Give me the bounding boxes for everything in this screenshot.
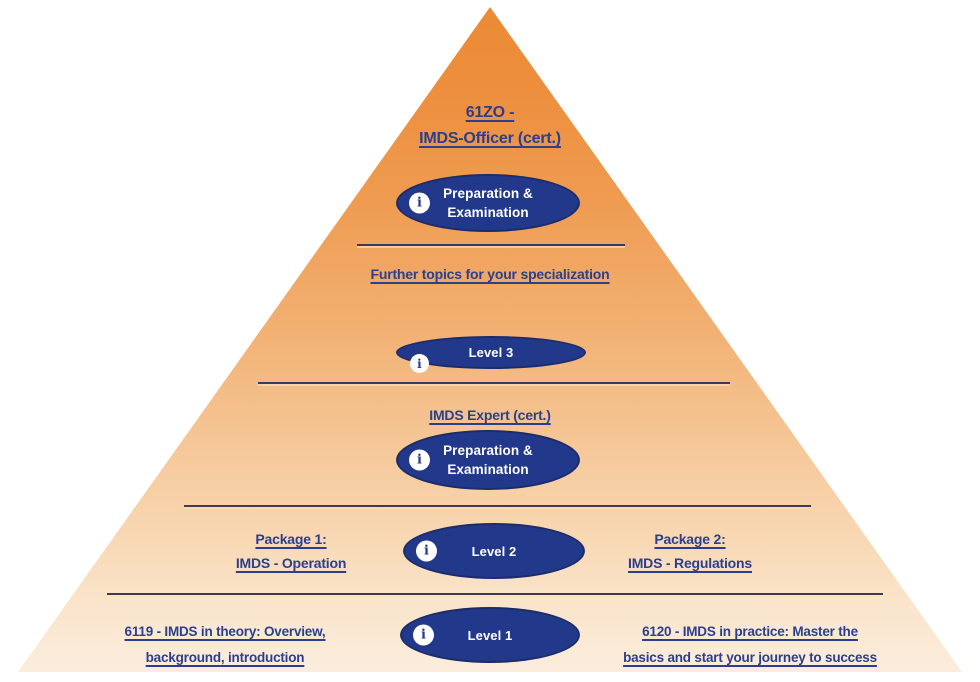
expert-badge-line2: Examination xyxy=(447,462,529,477)
course-6119-title-line2[interactable]: background, introduction xyxy=(145,650,305,665)
course-6119-link[interactable]: 6119 - IMDS in theory: Overview, backgro… xyxy=(93,619,357,671)
level3-badge: i Level 3 xyxy=(396,336,586,373)
package2-link[interactable]: Package 2: IMDS - Regulations xyxy=(580,527,800,575)
specialization-title[interactable]: Further topics for your specialization xyxy=(370,266,610,282)
officer-badge-line2: Examination xyxy=(447,205,529,220)
course-6120-title-line1[interactable]: 6120 - IMDS in practice: Master the xyxy=(642,624,858,639)
course-6120-title-line2[interactable]: basics and start your journey to success xyxy=(623,650,877,665)
level2-badge-label: Level 2 xyxy=(471,543,517,559)
info-icon[interactable]: i xyxy=(410,354,429,373)
expert-preparation-badge: i Preparation & Examination xyxy=(396,430,580,490)
officer-badge-line1: Preparation & xyxy=(443,186,533,201)
info-icon[interactable]: i xyxy=(409,192,430,214)
specialization-link[interactable]: Further topics for your specialization xyxy=(290,263,690,285)
officer-cert-title-line2[interactable]: IMDS-Officer (cert.) xyxy=(419,130,561,147)
info-icon[interactable]: i xyxy=(409,449,430,471)
info-icon[interactable]: i xyxy=(413,624,434,646)
package1-link[interactable]: Package 1: IMDS - Operation xyxy=(181,527,401,575)
expert-cert-link[interactable]: IMDS Expert (cert.) xyxy=(340,404,640,426)
divider-tier2 xyxy=(184,505,811,507)
officer-cert-link[interactable]: 61ZO - IMDS-Officer (cert.) xyxy=(340,100,640,152)
level1-badge: i Level 1 xyxy=(400,607,580,663)
officer-cert-title-line1[interactable]: 61ZO - xyxy=(465,104,515,121)
info-icon[interactable]: i xyxy=(416,540,437,562)
divider-tier1 xyxy=(107,593,883,595)
package2-title-line1[interactable]: Package 2: xyxy=(654,531,726,547)
package1-title-line2[interactable]: IMDS - Operation xyxy=(235,555,347,571)
officer-preparation-badge: i Preparation & Examination xyxy=(396,174,580,232)
course-6120-link[interactable]: 6120 - IMDS in practice: Master the basi… xyxy=(600,619,900,671)
level3-badge-label: Level 3 xyxy=(468,345,514,360)
expert-cert-title[interactable]: IMDS Expert (cert.) xyxy=(429,407,551,423)
package2-title-line2[interactable]: IMDS - Regulations xyxy=(628,555,752,571)
level1-badge-label: Level 1 xyxy=(467,627,513,643)
divider-tier3 xyxy=(258,382,730,384)
course-6119-title-line1[interactable]: 6119 - IMDS in theory: Overview, xyxy=(124,624,326,639)
level2-badge: i Level 2 xyxy=(403,523,585,579)
package1-title-line1[interactable]: Package 1: xyxy=(255,531,327,547)
divider-tier4 xyxy=(357,244,625,246)
expert-badge-line1: Preparation & xyxy=(443,443,533,458)
